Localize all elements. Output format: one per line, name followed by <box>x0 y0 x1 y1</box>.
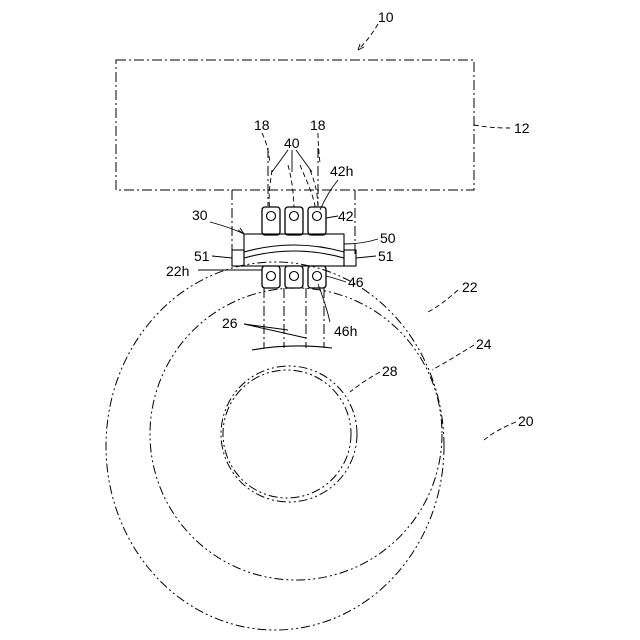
lower-terminals-46 <box>262 266 326 288</box>
label-12: 12 <box>514 120 530 136</box>
label-46: 46 <box>348 274 364 290</box>
connector-body-50 <box>244 234 344 266</box>
label-42h: 42h <box>330 163 353 179</box>
label-30: 30 <box>192 207 208 223</box>
label-28: 28 <box>382 363 398 379</box>
label-51-left: 51 <box>194 248 210 264</box>
coil-leads-26 <box>252 288 332 350</box>
label-24: 24 <box>476 336 492 352</box>
flanges-51 <box>232 250 356 266</box>
label-50: 50 <box>380 230 396 246</box>
wires-40 <box>269 165 318 212</box>
label-51-right: 51 <box>378 248 394 264</box>
label-18-left: 18 <box>254 117 270 133</box>
middle-circle-24 <box>150 288 442 580</box>
label-26: 26 <box>222 315 238 331</box>
label-20: 20 <box>518 413 534 429</box>
leader-lines <box>198 24 516 440</box>
label-18-right: 18 <box>310 117 326 133</box>
inner-circle-28-inner <box>223 370 351 498</box>
outer-circle-20 <box>106 262 444 630</box>
conductor-lines-18 <box>268 148 318 206</box>
housing-12 <box>116 60 474 190</box>
label-22: 22 <box>462 279 478 295</box>
label-22h: 22h <box>166 263 189 279</box>
label-10: 10 <box>378 9 394 25</box>
reference-labels: 10 12 18 18 40 42h 42 30 50 51 51 22h 46… <box>166 9 534 429</box>
label-46h: 46h <box>334 323 357 339</box>
inner-circle-28 <box>221 366 357 502</box>
upper-terminals-42 <box>262 207 326 235</box>
label-42: 42 <box>338 208 354 224</box>
label-40: 40 <box>284 135 300 151</box>
